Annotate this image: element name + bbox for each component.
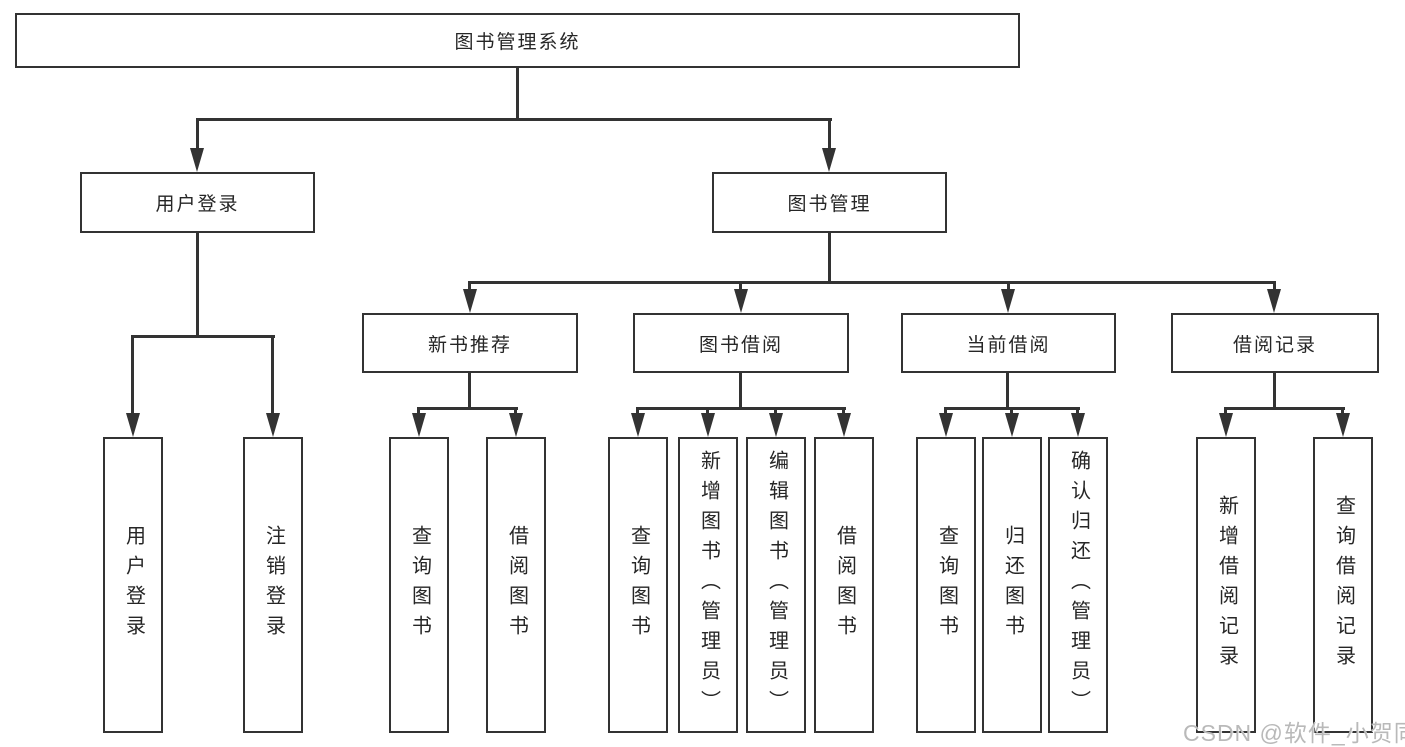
leaf-br-add-record-label: 新增借阅记录 — [1215, 495, 1238, 675]
arrowhead-icon — [1219, 413, 1233, 437]
leaf-bb-query-books: 查询图书 — [608, 437, 668, 733]
leaf-bb-add-books-admin: 新增图书（管理员） — [678, 437, 738, 733]
leaf-br-query-record-label: 查询借阅记录 — [1332, 495, 1355, 675]
arrowhead-icon — [509, 413, 523, 437]
leaf-bb-add-books-admin-label: 新增图书（管理员） — [697, 450, 720, 720]
arrowhead-icon — [126, 413, 140, 437]
arrowhead-icon — [822, 148, 836, 172]
leaf-bb-borrow-books: 借阅图书 — [814, 437, 874, 733]
node-book-borrowing-label: 图书借阅 — [698, 334, 783, 356]
connector-root-bar — [196, 118, 832, 121]
connector-group-stem — [1273, 373, 1276, 409]
node-root-label: 图书管理系统 — [454, 32, 581, 53]
arrowhead-icon — [631, 413, 645, 437]
arrowhead-icon — [1005, 413, 1019, 437]
connector-book-mgmt-bar — [468, 281, 1276, 284]
arrowhead-icon — [190, 148, 204, 172]
connector-root-stem — [516, 68, 519, 118]
node-new-book-recommend: 新书推荐 — [362, 313, 578, 373]
leaf-br-query-record: 查询借阅记录 — [1313, 437, 1373, 733]
arrowhead-icon — [463, 289, 477, 313]
arrowhead-icon — [939, 413, 953, 437]
watermark: CSDN @软件_小贺同学 — [1183, 720, 1405, 746]
connector-group-stem — [1006, 373, 1009, 409]
connector-group-bar — [417, 407, 518, 410]
connector-book-mgmt-stem — [828, 233, 831, 283]
connector-user-login-stem — [196, 233, 199, 335]
leaf-bb-query-books-label: 查询图书 — [627, 525, 650, 645]
node-current-borrowing: 当前借阅 — [901, 313, 1116, 373]
connector-group-stem — [468, 373, 471, 409]
connector-group-bar — [1224, 407, 1345, 410]
arrowhead-icon — [769, 413, 783, 437]
node-borrow-records: 借阅记录 — [1171, 313, 1379, 373]
node-new-book-recommend-label: 新书推荐 — [427, 334, 512, 356]
leaf-cb-query-books-label: 查询图书 — [935, 525, 958, 645]
connector-leaf-drop — [271, 335, 274, 425]
node-book-management-label: 图书管理 — [787, 194, 872, 215]
connector-group-bar — [636, 407, 846, 410]
connector-user-login-bar — [131, 335, 275, 338]
leaf-cb-confirm-return-admin-label: 确认归还（管理员） — [1067, 450, 1090, 720]
leaf-bb-borrow-books-label: 借阅图书 — [833, 525, 856, 645]
arrowhead-icon — [266, 413, 280, 437]
arrowhead-icon — [1267, 289, 1281, 313]
leaf-user-login-label: 用户登录 — [122, 525, 145, 645]
leaf-logout-label: 注销登录 — [262, 525, 285, 645]
leaf-cb-confirm-return-admin: 确认归还（管理员） — [1048, 437, 1108, 733]
arrowhead-icon — [1336, 413, 1350, 437]
leaf-user-login: 用户登录 — [103, 437, 163, 733]
node-book-management: 图书管理 — [712, 172, 947, 233]
leaf-bb-edit-books-admin: 编辑图书（管理员） — [746, 437, 806, 733]
arrowhead-icon — [701, 413, 715, 437]
connector-book-mgmt-drop — [828, 118, 831, 158]
leaf-cb-query-books: 查询图书 — [916, 437, 976, 733]
node-current-borrowing-label: 当前借阅 — [966, 334, 1051, 356]
leaf-cb-return-books: 归还图书 — [982, 437, 1042, 733]
arrowhead-icon — [837, 413, 851, 437]
leaf-nb-query-books-label: 查询图书 — [408, 525, 431, 645]
leaf-bb-edit-books-admin-label: 编辑图书（管理员） — [765, 450, 788, 720]
connector-user-login-drop — [196, 118, 199, 158]
node-user-login: 用户登录 — [80, 172, 315, 233]
node-borrow-records-label: 借阅记录 — [1232, 334, 1317, 356]
arrowhead-icon — [1071, 413, 1085, 437]
leaf-br-add-record: 新增借阅记录 — [1196, 437, 1256, 733]
arrowhead-icon — [412, 413, 426, 437]
leaf-nb-query-books: 查询图书 — [389, 437, 449, 733]
arrowhead-icon — [1001, 289, 1015, 313]
leaf-nb-borrow-books-label: 借阅图书 — [505, 525, 528, 645]
leaf-logout: 注销登录 — [243, 437, 303, 733]
node-book-borrowing: 图书借阅 — [633, 313, 849, 373]
connector-leaf-drop — [131, 335, 134, 425]
leaf-cb-return-books-label: 归还图书 — [1001, 525, 1024, 645]
connector-group-stem — [739, 373, 742, 409]
arrowhead-icon — [734, 289, 748, 313]
node-user-login-label: 用户登录 — [155, 194, 240, 215]
node-root: 图书管理系统 — [15, 13, 1020, 68]
leaf-nb-borrow-books: 借阅图书 — [486, 437, 546, 733]
